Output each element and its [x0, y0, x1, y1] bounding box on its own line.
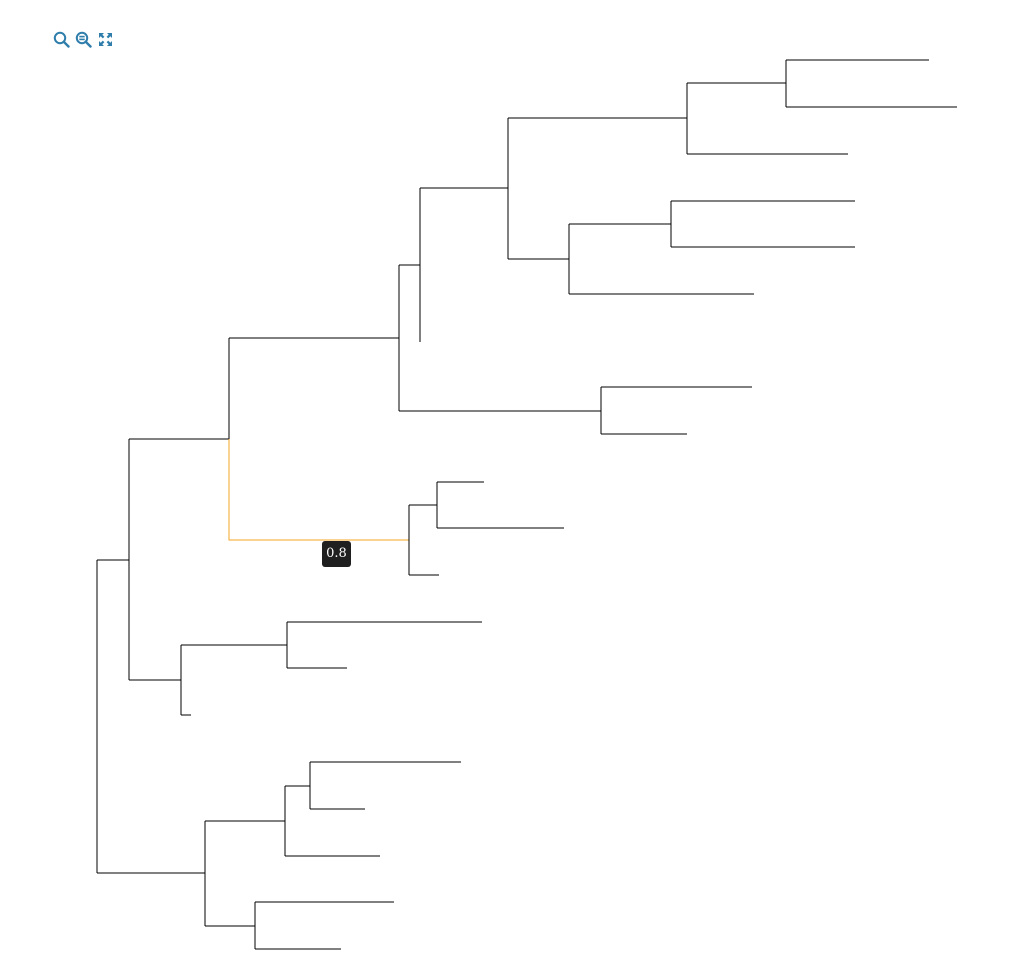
tree-branch-highlighted[interactable]	[228, 439, 409, 541]
toolbar	[52, 30, 114, 48]
branch-length-tooltip: 0.8	[322, 541, 351, 567]
zoom-in-icon[interactable]	[52, 30, 70, 48]
fullscreen-icon[interactable]	[96, 30, 114, 48]
zoom-reset-icon[interactable]	[74, 30, 92, 48]
